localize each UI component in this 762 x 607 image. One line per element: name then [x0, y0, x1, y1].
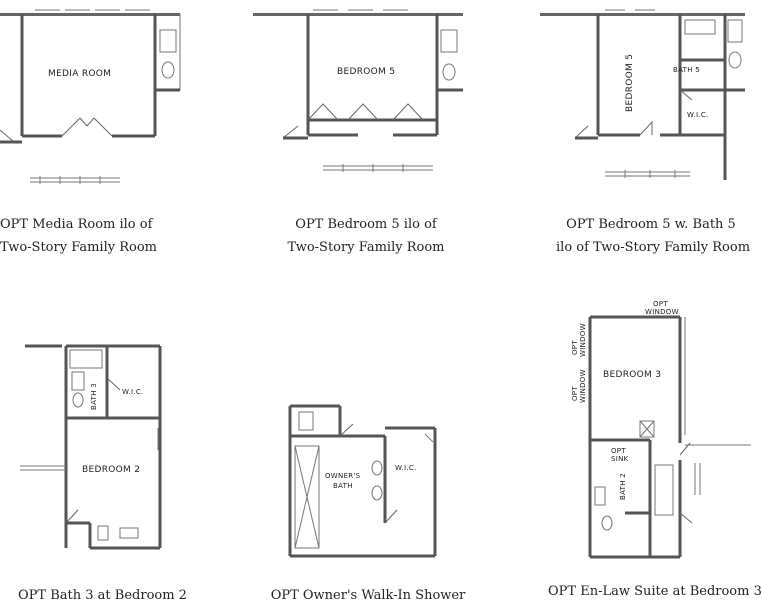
- room-label-opt-sink-1: OPT: [611, 447, 626, 455]
- room-label-owners: OWNER'S: [325, 472, 361, 480]
- room-label-wic: W.I.C.: [122, 388, 144, 396]
- media-room-floorplan: MEDIA ROOM: [0, 9, 181, 184]
- plan-bedroom-5: BEDROOM 5: [253, 0, 468, 190]
- room-label-bath: BATH: [333, 482, 353, 490]
- caption-line: Two-Story Family Room: [287, 240, 445, 255]
- bedroom-5-floorplan: BEDROOM 5: [253, 9, 463, 172]
- opt-window-top-2: WINDOW: [645, 308, 679, 316]
- caption-bedroom-5-bath-5: OPT Bedroom 5 w. Bath 5 ilo of Two-Story…: [556, 213, 751, 259]
- caption-bedroom-5: OPT Bedroom 5 ilo of Two-Story Family Ro…: [281, 213, 451, 259]
- opt-window-left-3: OPT: [571, 386, 579, 401]
- plan-en-law-suite: BEDROOM 3 OPT SINK BATH 2 OPT WINDOW OPT…: [565, 295, 751, 565]
- caption-line: OPT Bedroom 5 w. Bath 5: [566, 217, 736, 232]
- caption-line: OPT Media Room ilo of: [0, 217, 153, 232]
- room-label-bedroom-3: BEDROOM 3: [603, 370, 661, 380]
- room-label-wic: W.I.C.: [687, 111, 709, 119]
- bath-3-bedroom-2-floorplan: BATH 3 W.I.C. BEDROOM 2: [20, 344, 162, 550]
- caption-line: OPT Bath 3 at Bedroom 2: [18, 588, 187, 603]
- bedroom-5-bath-5-floorplan: BEDROOM 5 BATH 5 W.I.C.: [540, 9, 745, 180]
- caption-owners-walk-in-shower: OPT Owner's Walk-In Shower: [268, 584, 468, 607]
- opt-window-top-1: OPT: [653, 300, 668, 308]
- caption-line: OPT Owner's Walk-In Shower: [270, 588, 466, 603]
- caption-en-law-suite: OPT En-Law Suite at Bedroom 3: [548, 580, 762, 603]
- room-label-bedroom-5: BEDROOM 5: [337, 67, 395, 77]
- caption-media-room: OPT Media Room ilo of Two-Story Family R…: [0, 213, 157, 259]
- room-label-bath-5: BATH 5: [673, 66, 700, 74]
- caption-bath-3-bedroom-2: OPT Bath 3 at Bedroom 2: [15, 584, 190, 607]
- owners-walk-in-shower-floorplan: OWNER'S BATH W.I.C.: [288, 404, 437, 558]
- room-label-wic: W.I.C.: [395, 464, 417, 472]
- caption-line: OPT En-Law Suite at Bedroom 3: [548, 584, 762, 599]
- plan-owners-walk-in-shower: OWNER'S BATH W.I.C.: [285, 398, 455, 568]
- plan-bedroom-5-bath-5: BEDROOM 5 BATH 5 W.I.C.: [540, 0, 751, 190]
- room-label-opt-sink-2: SINK: [611, 455, 629, 463]
- opt-window-left-1: OPT: [571, 340, 579, 355]
- plan-bath-3-bedroom-2: BATH 3 W.I.C. BEDROOM 2: [0, 338, 175, 558]
- caption-line: OPT Bedroom 5 ilo of: [295, 217, 437, 232]
- caption-line: Two-Story Family Room: [0, 240, 157, 255]
- room-label-bedroom-2: BEDROOM 2: [82, 465, 140, 475]
- opt-window-left-2: WINDOW: [579, 323, 587, 357]
- room-label-bath-2: BATH 2: [619, 473, 627, 500]
- caption-line: ilo of Two-Story Family Room: [556, 240, 751, 255]
- opt-window-left-4: WINDOW: [579, 369, 587, 403]
- room-label-bedroom-5: BEDROOM 5: [625, 54, 635, 112]
- room-label-media-room: MEDIA ROOM: [48, 69, 111, 79]
- room-label-bath-3: BATH 3: [90, 383, 98, 410]
- plan-media-room: MEDIA ROOM: [0, 0, 190, 190]
- en-law-suite-floorplan: BEDROOM 3 OPT SINK BATH 2 OPT WINDOW OPT…: [571, 300, 751, 559]
